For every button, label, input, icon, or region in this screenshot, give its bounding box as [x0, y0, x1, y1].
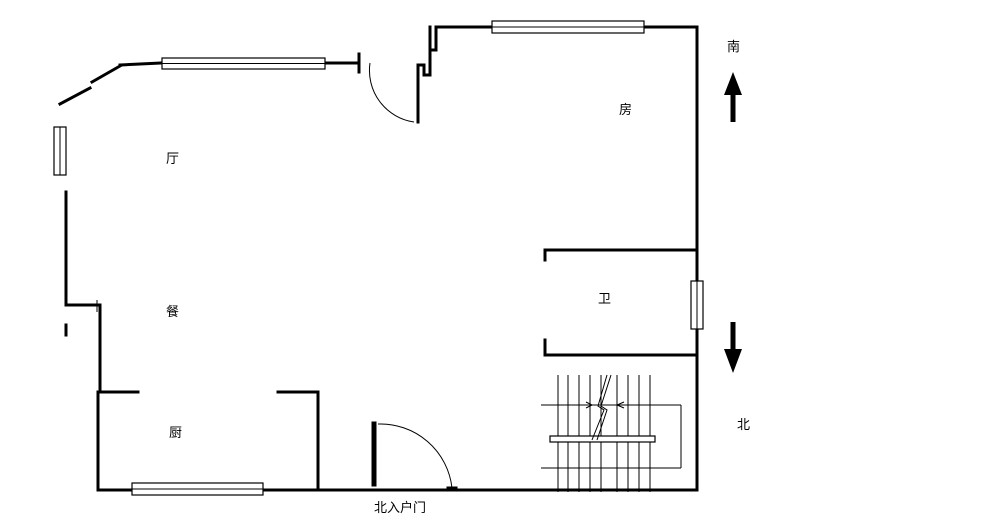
north-arrow-icon [724, 322, 742, 373]
window-right-bath [690, 280, 704, 330]
door-entrance [377, 423, 458, 490]
room-label-bedroom: 房 [619, 102, 632, 118]
south-arrow-icon [724, 72, 742, 122]
door-living [368, 62, 415, 123]
room-label-bathroom: 卫 [598, 292, 611, 307]
room-label-dining: 餐 [166, 304, 179, 320]
window-bottom-kitchen [131, 482, 264, 496]
compass-north-label: 北 [737, 418, 750, 433]
room-label-living: 厅 [166, 152, 179, 167]
window-top-left [161, 57, 326, 70]
staircase [541, 374, 682, 492]
entrance-label: 北入户门 [374, 500, 426, 516]
compass-south-label: 南 [727, 39, 740, 55]
window-top-right [491, 20, 645, 34]
room-label-kitchen: 厨 [169, 426, 182, 441]
window-left [53, 126, 67, 176]
interior-walls [96, 248, 699, 492]
